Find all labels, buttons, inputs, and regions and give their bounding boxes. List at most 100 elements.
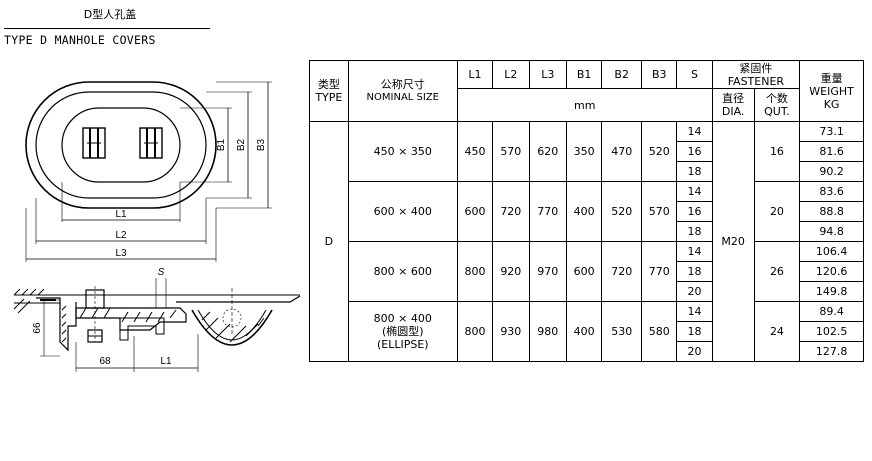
s-cell: 18 xyxy=(676,321,713,342)
b1-cell: 350 xyxy=(566,121,603,182)
dim-label-l3: L3 xyxy=(115,248,127,259)
header-size-zh: 公称尺寸 xyxy=(380,78,425,91)
header-b2: B2 xyxy=(601,60,643,89)
l1-cell: 600 xyxy=(456,181,494,242)
weight-cell: 73.1 xyxy=(799,121,864,142)
s-cell: 16 xyxy=(676,141,713,162)
header-b3: B3 xyxy=(641,60,678,89)
header-mm: mm xyxy=(456,88,713,122)
b2-cell: 520 xyxy=(601,181,643,242)
b3-cell: 570 xyxy=(641,181,678,242)
header-b1: B1 xyxy=(566,60,603,89)
b2-cell: 720 xyxy=(601,241,643,302)
section-view xyxy=(13,278,300,372)
s-cell: 16 xyxy=(676,201,713,222)
s-cell: 20 xyxy=(676,341,713,362)
header-qty-en: QUT. xyxy=(764,105,790,118)
l1-cell: 800 xyxy=(456,301,494,362)
qty-cell: 24 xyxy=(753,301,801,362)
b2-cell: 470 xyxy=(601,121,643,182)
qty-cell: 16 xyxy=(753,121,801,182)
qty-cell: 26 xyxy=(753,241,801,302)
table-row: 800 × 600 800 920 970 600 720 770 14 26 … xyxy=(310,241,864,302)
b1-cell: 400 xyxy=(566,181,603,242)
header-fastener: 紧固件 FASTENER xyxy=(711,60,801,89)
header-l1: L1 xyxy=(456,60,494,89)
size-cell: 600 × 400 xyxy=(347,181,458,242)
l3-cell: 980 xyxy=(528,301,568,362)
b3-cell: 580 xyxy=(641,301,678,362)
header-weight-en: WEIGHT xyxy=(809,84,854,98)
s-cell: 18 xyxy=(676,221,713,242)
dim-label-l2: L2 xyxy=(115,230,127,241)
spec-table: 类型 TYPE 公称尺寸 NOMINAL SIZE L1 L2 L3 B1 B2… xyxy=(309,60,864,362)
b3-cell: 520 xyxy=(641,121,678,182)
table-row: 18 120.6 xyxy=(310,261,864,282)
l3-cell: 770 xyxy=(528,181,568,242)
qty-cell: 20 xyxy=(753,181,801,242)
header-type-zh: 类型 xyxy=(317,78,340,91)
header-weight-unit: KG xyxy=(823,97,840,111)
header-dia-zh: 直径 xyxy=(722,92,745,105)
header-size: 公称尺寸 NOMINAL SIZE xyxy=(347,60,458,122)
header-s: S xyxy=(676,60,713,89)
table-row: 16 88.8 xyxy=(310,201,864,222)
title-en: TYPE D MANHOLE COVERS xyxy=(4,33,156,47)
dim-label-b1: B1 xyxy=(216,138,227,151)
title-zh: D型人孔盖 xyxy=(83,8,137,21)
table-row: 18 102.5 xyxy=(310,321,864,342)
weight-cell: 102.5 xyxy=(799,321,864,342)
dia-cell: M20 xyxy=(711,121,755,362)
weight-cell: 83.6 xyxy=(799,181,864,202)
dim-label-b2: B2 xyxy=(236,138,247,151)
table-row: 800 × 400 (椭圆型) (ELLIPSE) 800 930 980 40… xyxy=(310,301,864,362)
weight-cell: 94.8 xyxy=(799,221,864,242)
dim-label-68: 68 xyxy=(99,356,111,367)
weight-cell: 149.8 xyxy=(799,281,864,302)
header-type: 类型 TYPE xyxy=(309,60,349,122)
weight-cell: 90.2 xyxy=(799,161,864,182)
header-qty-zh: 个数 xyxy=(765,92,788,105)
weight-cell: 81.6 xyxy=(799,141,864,162)
s-cell: 14 xyxy=(676,241,713,262)
header-qty: 个数 QUT. xyxy=(753,88,801,122)
dim-label-section-l1: L1 xyxy=(160,356,172,367)
table-row: D 450 × 350 450 570 620 350 470 520 14 M… xyxy=(309,121,864,362)
header-weight: 重量 WEIGHT KG xyxy=(799,60,864,122)
table-row: 20 127.8 xyxy=(310,341,864,362)
s-cell: 18 xyxy=(676,161,713,182)
s-cell: 20 xyxy=(676,281,713,302)
plan-view xyxy=(25,81,272,262)
table-row: 18 94.8 xyxy=(310,221,864,242)
header-size-en: NOMINAL SIZE xyxy=(366,92,439,103)
manhole-drawing: L1 L2 L3 B1 B2 B3 xyxy=(13,81,300,372)
l3-cell: 970 xyxy=(528,241,568,302)
b3-cell: 770 xyxy=(641,241,678,302)
s-cell: 14 xyxy=(676,121,713,142)
header-weight-zh: 重量 xyxy=(820,71,843,85)
size-cell: 450 × 350 xyxy=(347,121,458,182)
header-dia-en: DIA. xyxy=(721,105,745,118)
header-type-en: TYPE xyxy=(315,91,343,104)
size-note-zh: (椭圆型) xyxy=(381,325,424,338)
weight-cell: 120.6 xyxy=(799,261,864,282)
l2-cell: 920 xyxy=(492,241,530,302)
b1-cell: 400 xyxy=(566,301,603,362)
header-fastener-zh: 紧固件 xyxy=(739,61,773,75)
header-fastener-en: FASTENER xyxy=(727,74,785,88)
l1-cell: 800 xyxy=(456,241,494,302)
l2-cell: 570 xyxy=(492,121,530,182)
s-cell: 14 xyxy=(676,301,713,322)
size-value: 800 × 400 xyxy=(373,312,432,325)
s-cell: 18 xyxy=(676,261,713,282)
dim-label-66: 66 xyxy=(32,322,43,334)
header-dia: 直径 DIA. xyxy=(711,88,755,122)
l2-cell: 720 xyxy=(492,181,530,242)
weight-cell: 88.8 xyxy=(799,201,864,222)
b2-cell: 530 xyxy=(601,301,643,362)
l3-cell: 620 xyxy=(528,121,568,182)
title-rule xyxy=(4,28,210,29)
header-l2: L2 xyxy=(492,60,530,89)
size-cell: 800 × 600 xyxy=(347,241,458,302)
header-l3: L3 xyxy=(528,60,568,89)
